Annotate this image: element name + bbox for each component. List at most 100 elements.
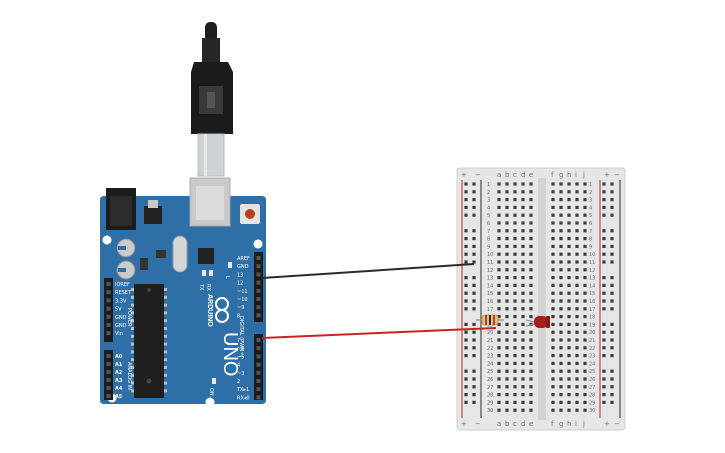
breadboard-hole[interactable]	[505, 229, 509, 233]
breadboard-hole[interactable]	[513, 229, 517, 233]
breadboard-hole[interactable]	[529, 330, 533, 334]
breadboard-hole[interactable]	[497, 385, 501, 389]
rail-hole[interactable]	[602, 354, 606, 358]
breadboard-hole[interactable]	[505, 400, 509, 404]
breadboard-hole[interactable]	[583, 393, 587, 397]
rail-hole[interactable]	[610, 307, 614, 311]
analog-pin-socket[interactable]	[106, 354, 111, 358]
rail-hole[interactable]	[472, 198, 476, 202]
breadboard-hole[interactable]	[551, 393, 555, 397]
power-pin-socket[interactable]	[106, 298, 111, 303]
digital-pin-socket[interactable]	[256, 280, 261, 285]
rail-hole[interactable]	[464, 244, 468, 248]
breadboard-hole[interactable]	[513, 205, 517, 209]
breadboard-hole[interactable]	[521, 268, 525, 272]
breadboard-hole[interactable]	[513, 315, 517, 319]
breadboard-hole[interactable]	[575, 393, 579, 397]
digital-pin-socket[interactable]	[256, 338, 261, 342]
breadboard-hole[interactable]	[497, 237, 501, 241]
breadboard-hole[interactable]	[575, 354, 579, 358]
breadboard-hole[interactable]	[529, 354, 533, 358]
rail-hole[interactable]	[472, 322, 476, 326]
rail-hole[interactable]	[464, 291, 468, 295]
rail-hole[interactable]	[472, 260, 476, 264]
breadboard-hole[interactable]	[559, 268, 563, 272]
breadboard-hole[interactable]	[513, 198, 517, 202]
breadboard-hole[interactable]	[521, 190, 525, 194]
rail-hole[interactable]	[464, 400, 468, 404]
rail-hole[interactable]	[472, 190, 476, 194]
breadboard-hole[interactable]	[497, 190, 501, 194]
breadboard-hole[interactable]	[583, 361, 587, 365]
breadboard-hole[interactable]	[513, 283, 517, 287]
breadboard-hole[interactable]	[497, 330, 501, 334]
breadboard-hole[interactable]	[559, 330, 563, 334]
breadboard-hole[interactable]	[583, 213, 587, 217]
breadboard-hole[interactable]	[575, 190, 579, 194]
breadboard-hole[interactable]	[505, 237, 509, 241]
rail-hole[interactable]	[610, 190, 614, 194]
breadboard-hole[interactable]	[575, 283, 579, 287]
breadboard-hole[interactable]	[575, 268, 579, 272]
breadboard-hole[interactable]	[559, 252, 563, 256]
breadboard-hole[interactable]	[529, 400, 533, 404]
breadboard-hole[interactable]	[505, 330, 509, 334]
breadboard-hole[interactable]	[513, 221, 517, 225]
rail-hole[interactable]	[472, 244, 476, 248]
rail-hole[interactable]	[602, 205, 606, 209]
digital-pin-socket[interactable]	[256, 264, 261, 269]
breadboard-hole[interactable]	[521, 393, 525, 397]
digital-pin-socket[interactable]	[256, 288, 261, 293]
rail-hole[interactable]	[610, 252, 614, 256]
breadboard-hole[interactable]	[551, 190, 555, 194]
rail-hole[interactable]	[472, 213, 476, 217]
breadboard-hole[interactable]	[513, 377, 517, 381]
breadboard-hole[interactable]	[583, 182, 587, 186]
breadboard-hole[interactable]	[583, 229, 587, 233]
rail-hole[interactable]	[472, 307, 476, 311]
analog-header[interactable]	[104, 350, 113, 400]
breadboard-hole[interactable]	[529, 361, 533, 365]
rail-hole[interactable]	[602, 393, 606, 397]
breadboard-hole[interactable]	[505, 205, 509, 209]
rail-hole[interactable]	[472, 369, 476, 373]
rail-hole[interactable]	[602, 198, 606, 202]
breadboard-hole[interactable]	[583, 408, 587, 412]
breadboard-hole[interactable]	[529, 213, 533, 217]
breadboard-hole[interactable]	[505, 190, 509, 194]
rail-hole[interactable]	[464, 393, 468, 397]
breadboard-hole[interactable]	[529, 268, 533, 272]
breadboard-hole[interactable]	[583, 276, 587, 280]
breadboard-hole[interactable]	[529, 244, 533, 248]
digital-header-top[interactable]	[254, 252, 263, 322]
breadboard-hole[interactable]	[521, 283, 525, 287]
breadboard-hole[interactable]	[521, 205, 525, 209]
breadboard-hole[interactable]	[529, 338, 533, 342]
breadboard-hole[interactable]	[497, 252, 501, 256]
breadboard-hole[interactable]	[497, 299, 501, 303]
breadboard-hole[interactable]	[521, 244, 525, 248]
breadboard-hole[interactable]	[551, 322, 555, 326]
breadboard-hole[interactable]	[567, 291, 571, 295]
breadboard-hole[interactable]	[575, 338, 579, 342]
breadboard-hole[interactable]	[497, 198, 501, 202]
breadboard-hole[interactable]	[505, 322, 509, 326]
breadboard-hole[interactable]	[505, 268, 509, 272]
breadboard-hole[interactable]	[559, 237, 563, 241]
rail-hole[interactable]	[464, 198, 468, 202]
resistor[interactable]	[476, 314, 504, 326]
breadboard-hole[interactable]	[551, 244, 555, 248]
breadboard-hole[interactable]	[583, 369, 587, 373]
breadboard-hole[interactable]	[551, 291, 555, 295]
breadboard-hole[interactable]	[505, 338, 509, 342]
breadboard-hole[interactable]	[575, 229, 579, 233]
breadboard-hole[interactable]	[513, 268, 517, 272]
rail-hole[interactable]	[472, 299, 476, 303]
breadboard-hole[interactable]	[505, 385, 509, 389]
breadboard-hole[interactable]	[583, 338, 587, 342]
rail-hole[interactable]	[464, 190, 468, 194]
breadboard-hole[interactable]	[559, 400, 563, 404]
breadboard-hole[interactable]	[567, 393, 571, 397]
rail-hole[interactable]	[602, 260, 606, 264]
breadboard-hole[interactable]	[529, 260, 533, 264]
